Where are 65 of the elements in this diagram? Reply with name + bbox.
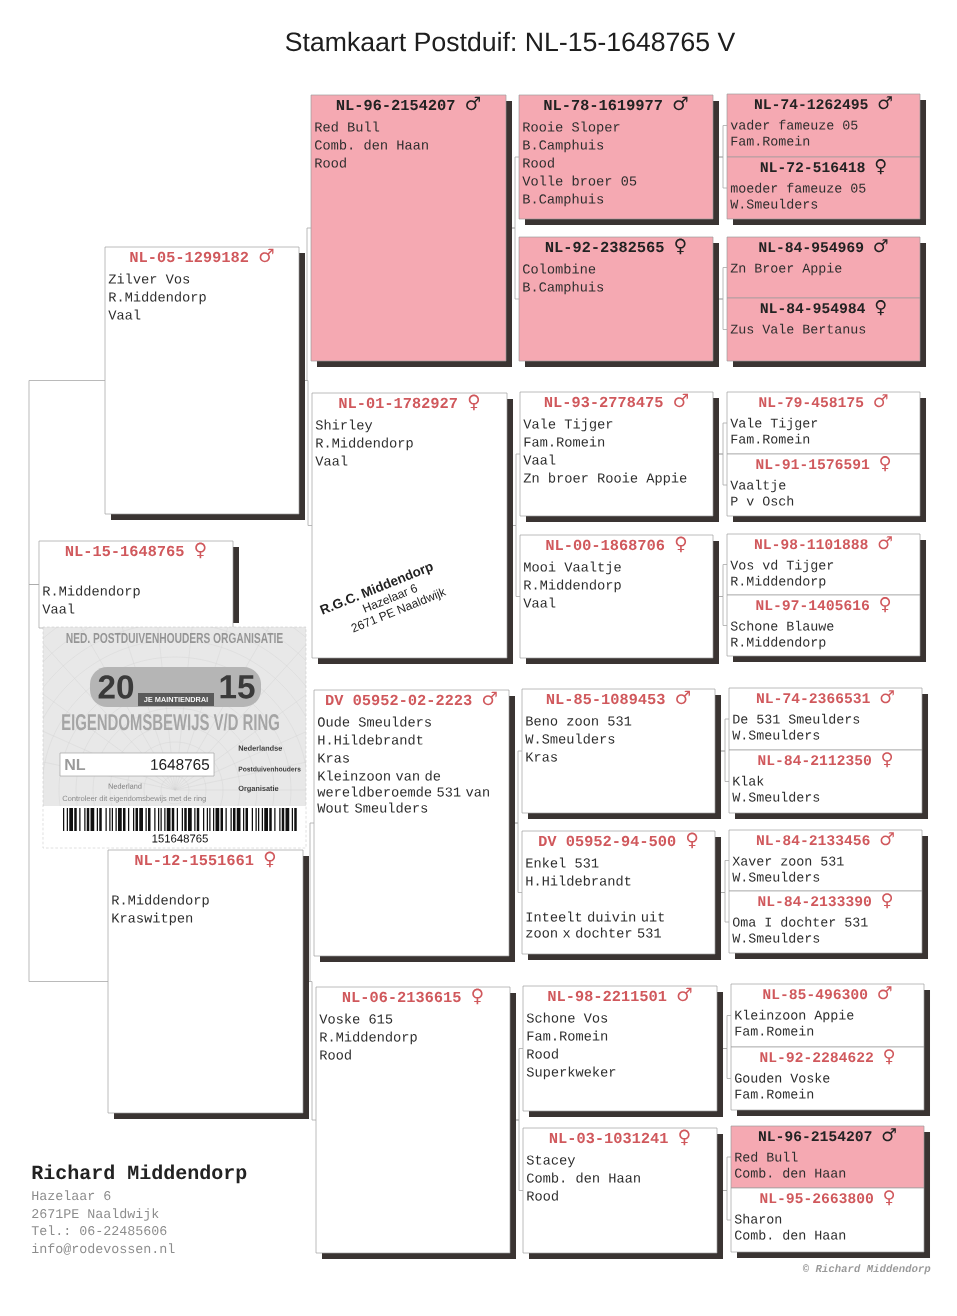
pedigree-box: NL-05-1299182 ♂ Zilver Vos R.Middendorp Vaal [104, 246, 305, 520]
connector-line [718, 156, 728, 189]
country-code: NL [65, 759, 86, 770]
connector-line [515, 1119, 524, 1191]
pedigree-box: NL-98-2211501 ♂ Schone Vos Fam.Romein Rood Superkweker [522, 985, 723, 1117]
pedigree-box: NL-00-1868706 ♀ Mooi Vaaltje R.Middendorp Vaal [519, 534, 719, 664]
connector-line [308, 822, 315, 982]
pedigree-box: NL-15-1648765 ♀ R.Middendorp Vaal [38, 540, 239, 629]
pedigree-box: DV 05952-94-500 ♀ Enkel 531 H.Hildebrandt Inteelt duivin uit zoon x dochter 531 [521, 830, 721, 960]
year-number: 15 [220, 675, 255, 699]
pedigree-box: NL-84-954984 ♀ Zus Vale Bertanus [726, 297, 926, 367]
pedigree-box: NL-98-1101888 ♂ Vos vd Tijger R.Middendorp [726, 533, 926, 596]
certificate-heading: EIGENDOMSBEWIJS V/D RING [62, 713, 279, 731]
pedigree-box: NL-93-2778475 ♂ Vale Tijger Fam.Romein Vaal Zn broer Rooie Appie [519, 391, 719, 522]
pedigree-box: NL-74-2366531 ♂ De 531 Smeulders W.Smeulders [728, 687, 928, 751]
title: Stamkaart Postduif: NL-15-1648765 V [285, 31, 736, 52]
barcode-number: 151648765 [152, 834, 208, 843]
pedigree-box: NL-85-1089453 ♂ Beno zoon 531 W.Smeulders Kras [521, 688, 721, 819]
pedigree-box: NL-03-1031241 ♀ Stacey Comb. den Haan Rood [522, 1127, 723, 1259]
organisation-name: NED. POSTDUIVENHOUDERS ORGANISATIE [66, 632, 283, 644]
connector-line [28, 380, 106, 585]
connector-line [304, 380, 313, 526]
connector-line [718, 453, 728, 486]
connector-line [720, 750, 730, 782]
ring-number: 1648765 [151, 759, 210, 770]
pedigree-box: NL-95-2663800 ♀ Sharon Comb. den Haan [730, 1187, 930, 1258]
pedigree-box: NL-84-954969 ♂ Zn Broer Appie [726, 236, 926, 299]
owner-name: Richard Middendorp [32, 1164, 247, 1184]
connector-line [512, 525, 521, 597]
connector-line [515, 1048, 524, 1121]
connector-line [304, 227, 312, 381]
pedigree-box: NL-96-2154207 ♂ Red Bull Comb. den Haan Rood [310, 94, 512, 367]
connector-line [722, 1190, 732, 1221]
pedigree-box: NL-92-2382565 ♀ Colombine B.Camphuis [518, 236, 719, 367]
pedigree-box: DV 05952-02-2223 ♂ Oude Smeulders H.Hildebrandt Kras Kleinzoon van de wereldberoemde 531 van Wout Smeulders [313, 689, 515, 962]
connector-line [514, 750, 523, 824]
pedigree-box: NL-72-516418 ♀ moeder fameuze 05 W.Smeulders [726, 156, 926, 225]
address-line: 2671PE Naaldwijk [32, 1208, 159, 1221]
connector-line [718, 298, 728, 330]
year-number: 20 [98, 675, 134, 699]
pedigree-box: NL-85-496300 ♂ Kleinzoon Appie Fam.Romein [730, 983, 930, 1048]
phone-number: Tel.: 06-22485606 [31, 1225, 167, 1236]
pedigree-box: NL-97-1405616 ♀ Schone Blauwe R.Middendorp [726, 594, 926, 662]
pedigree-box: NL-84-2133456 ♂ Xaver zoon 531 W.Smeulders [728, 829, 928, 892]
connector-line [511, 227, 520, 300]
pedigree-box: NL-78-1619977 ♂ Rooie Sloper B.Camphuis Rood Volle broer 05 B.Camphuis [518, 94, 719, 225]
connector-line [308, 981, 317, 1121]
address-line: Hazelaar 6 [32, 1190, 111, 1201]
connector-line [720, 892, 730, 923]
connector-line [512, 453, 521, 526]
connector-line [718, 596, 728, 626]
connector-line [28, 584, 109, 982]
connector-line [722, 1048, 732, 1079]
pedigree-box: NL-79-458175 ♂ Vale Tijger Fam.Romein [726, 391, 926, 455]
email-address: info@rodevossen.nl [32, 1243, 175, 1255]
pedigree-box: NL-06-2136615 ♀ Voske 615 R.Middendorp Rood [315, 986, 516, 1259]
pedigree-box: NL-74-1262495 ♂ vader fameuze 05 Fam.Romein [726, 93, 926, 158]
connector-line [514, 822, 523, 893]
pedigree-box: NL-92-2284622 ♀ Gouden Voske Fam.Romein [730, 1046, 930, 1116]
connector-line [511, 156, 520, 229]
pedigree-box: NL-96-2154207 ♂ Red Bull Comb. den Haan [730, 1125, 930, 1189]
pedigree-box: NL-84-2112350 ♀ Klak W.Smeulders [728, 749, 928, 819]
pedigree-box: NL-91-1576591 ♀ Vaaltje P v Osch [726, 453, 926, 522]
pedigree-box: NL-12-1551661 ♀ R.Middendorp Kraswitpen [107, 849, 309, 1119]
pedigree-box: NL-84-2133390 ♀ Oma I dochter 531 W.Smeulders [728, 890, 928, 959]
